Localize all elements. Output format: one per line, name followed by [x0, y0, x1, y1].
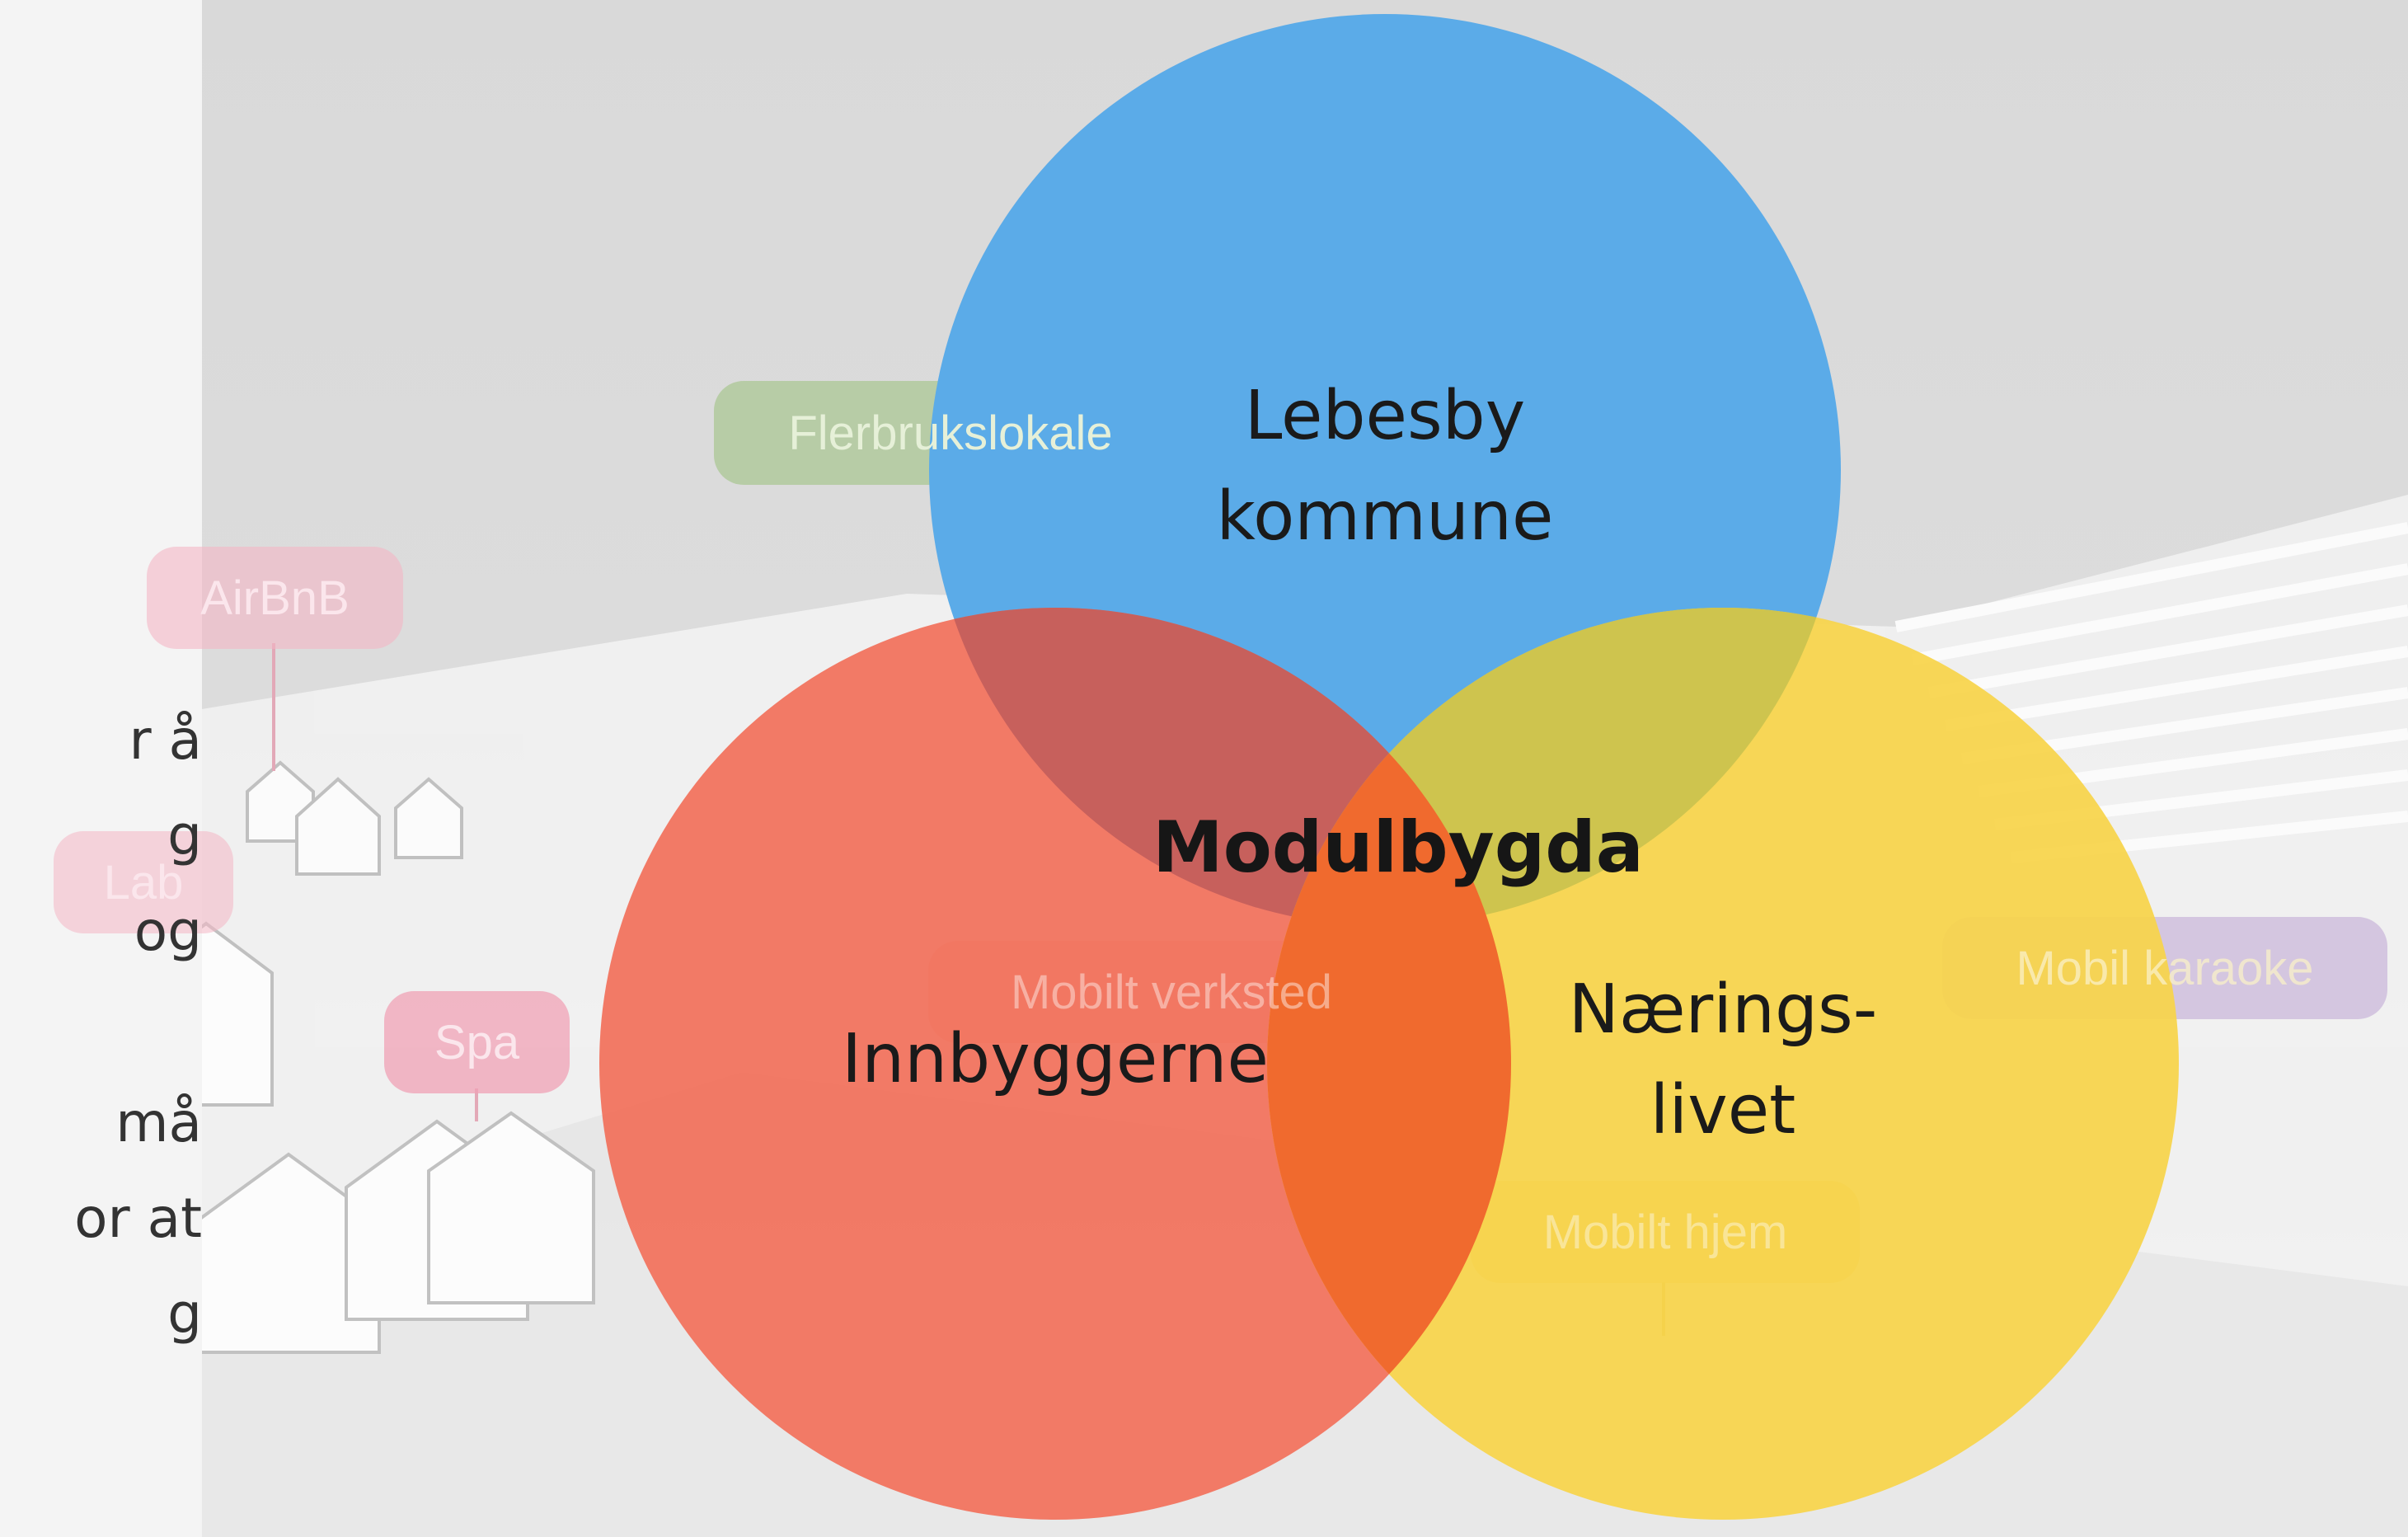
left-line: or at: [74, 1187, 202, 1250]
venn-label-line: Nærings-: [1568, 971, 1878, 1049]
left-paragraph: r å g og må or at g: [0, 693, 202, 1362]
tag-mobil-karaoke: Mobil karaoke: [2016, 941, 2314, 995]
venn-label-line: Lebesby: [1244, 377, 1526, 455]
left-line: g: [167, 1282, 202, 1346]
venn-overlap-kommune-innbyggerne: [929, 608, 1511, 926]
left-text-panel: [0, 0, 202, 1537]
venn-label-innbyggerne: Innbyggerne: [808, 1009, 1303, 1110]
tag-airbnb: AirBnB: [200, 571, 350, 625]
left-line: [0, 980, 202, 1075]
tag-spa-bg: [384, 991, 570, 1093]
left-line: r å: [129, 708, 202, 772]
venn-label-line: livet: [1650, 1071, 1796, 1149]
venn-label-line: kommune: [1216, 477, 1554, 556]
venn-center-label: Modulbygda: [1152, 806, 1644, 889]
venn-label-line: Innbyggerne: [842, 1020, 1269, 1098]
venn-label-kommune: Lebesby kommune: [1138, 366, 1632, 567]
tag-airbnb-bg: [147, 547, 403, 649]
tag-flerbrukslokale: Flerbrukslokale: [788, 406, 1113, 460]
venn-overlap-kommune-naeringslivet: [1267, 608, 1841, 926]
tag-mobilt-hjem: Mobilt hjem: [1542, 1205, 1788, 1259]
left-line: og: [134, 900, 202, 963]
tag-spa: Spa: [434, 1015, 520, 1069]
tag-lab-bg: [54, 831, 233, 933]
venn-diagram: [599, 14, 2179, 1520]
left-line: må: [115, 1091, 202, 1154]
tag-lab: Lab: [103, 855, 184, 910]
left-line: g: [167, 804, 202, 867]
venn-label-naeringslivet: Nærings- livet: [1476, 960, 1970, 1161]
tag-mobilt-verksted: Mobilt verksted: [1010, 965, 1333, 1019]
